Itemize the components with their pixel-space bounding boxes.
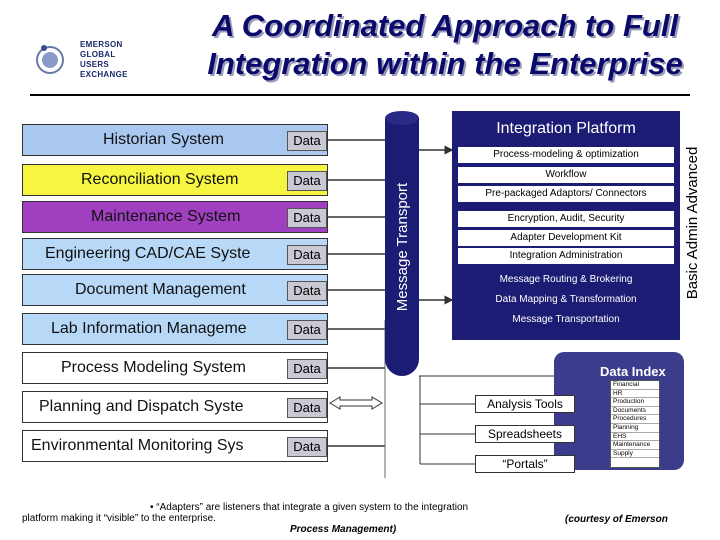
data-box: Data — [287, 131, 327, 151]
data-index-item: Maintenance — [611, 441, 659, 450]
system-label: Lab Information Manageme — [51, 320, 247, 337]
message-transport-label: Message Transport — [394, 182, 411, 312]
platform-layer: Message Routing & Brokering — [499, 274, 633, 285]
data-box: Data — [287, 208, 327, 228]
double-arrow-icon — [329, 396, 383, 410]
system-label: Planning and Dispatch Syste — [39, 398, 244, 415]
system-label: Reconciliation System — [81, 171, 239, 188]
message-transport-top — [385, 111, 419, 125]
data-box: Data — [287, 320, 327, 340]
data-index-item: Production — [611, 398, 659, 407]
page-title-line1: A Coordinated Approach to Full — [211, 8, 679, 43]
emerson-logo: EMERSON GLOBAL USERS EXCHANGE — [36, 38, 132, 88]
data-index-item: Procedures — [611, 415, 659, 424]
system-label: Historian System — [103, 131, 224, 148]
system-lab-information: Lab Information Manageme Data — [22, 313, 328, 345]
platform-layer: Process-modeling & optimization — [458, 147, 674, 163]
system-planning-dispatch: Planning and Dispatch Syste Data — [22, 391, 328, 423]
data-index-item: Supply — [611, 450, 659, 459]
data-index-item: Financial — [611, 381, 659, 390]
platform-layer: Message Transportation — [512, 314, 620, 325]
platform-layer: Integration Administration — [458, 248, 674, 264]
data-index-item: Planning — [611, 424, 659, 433]
admin-label: Basic Admin Advanced — [684, 146, 701, 300]
system-reconciliation: Reconciliation System Data — [22, 164, 328, 196]
system-document-management: Document Management Data — [22, 274, 328, 306]
system-label: Engineering CAD/CAE Syste — [45, 245, 251, 262]
admin-strip — [680, 111, 696, 340]
portals-box: “Portals” — [475, 455, 575, 473]
logo-line: EMERSON — [80, 40, 123, 49]
system-process-modeling: Process Modeling System Data — [22, 352, 328, 384]
platform-layer: Workflow — [458, 167, 674, 183]
data-box: Data — [287, 398, 327, 418]
data-index-item: Documents — [611, 407, 659, 416]
footnote-line2: platform making it “visible” to the ente… — [22, 513, 216, 524]
data-index-list: Financial HR Production Documents Proced… — [610, 380, 660, 468]
system-environmental-monitoring: Environmental Monitoring Sys Data — [22, 430, 328, 462]
platform-layer: Encryption, Audit, Security — [458, 211, 674, 227]
page-title-line2: Integration within the Enterprise — [207, 46, 683, 81]
message-transport-bus — [385, 118, 419, 376]
title-divider — [30, 94, 690, 96]
system-engineering-cad: Engineering CAD/CAE Syste Data — [22, 238, 328, 270]
system-label: Maintenance System — [91, 208, 241, 225]
system-historian: Historian System Data — [22, 124, 328, 156]
logo-line: GLOBAL — [80, 50, 116, 59]
emerson-globe-icon — [36, 45, 64, 74]
platform-layer: Adapter Development Kit — [458, 230, 674, 246]
platform-layer: Data Mapping & Transformation — [495, 294, 637, 305]
spreadsheets-box: Spreadsheets — [475, 425, 575, 443]
footnote-courtesy: (courtesy of Emerson — [565, 514, 668, 525]
data-index-item: EHS — [611, 433, 659, 442]
logo-line: USERS — [80, 60, 110, 69]
integration-platform-title: Integration Platform — [496, 120, 636, 137]
data-box: Data — [287, 437, 327, 457]
logo-line: EXCHANGE — [80, 70, 128, 79]
system-label: Document Management — [75, 281, 246, 298]
system-label: Process Modeling System — [61, 359, 246, 376]
footnote-process-management: Process Management) — [290, 524, 397, 535]
data-box: Data — [287, 245, 327, 265]
footnote-line1: • “Adapters” are listeners that integrat… — [150, 502, 469, 513]
platform-layer: Pre-packaged Adaptors/ Connectors — [458, 186, 674, 202]
data-box: Data — [287, 281, 327, 301]
system-label: Environmental Monitoring Sys — [31, 437, 244, 454]
system-maintenance: Maintenance System Data — [22, 201, 328, 233]
data-box: Data — [287, 359, 327, 379]
data-box: Data — [287, 171, 327, 191]
analysis-tools-box: Analysis Tools — [475, 395, 575, 413]
data-index-item: HR — [611, 390, 659, 399]
data-index-label: Data Index — [600, 364, 666, 379]
